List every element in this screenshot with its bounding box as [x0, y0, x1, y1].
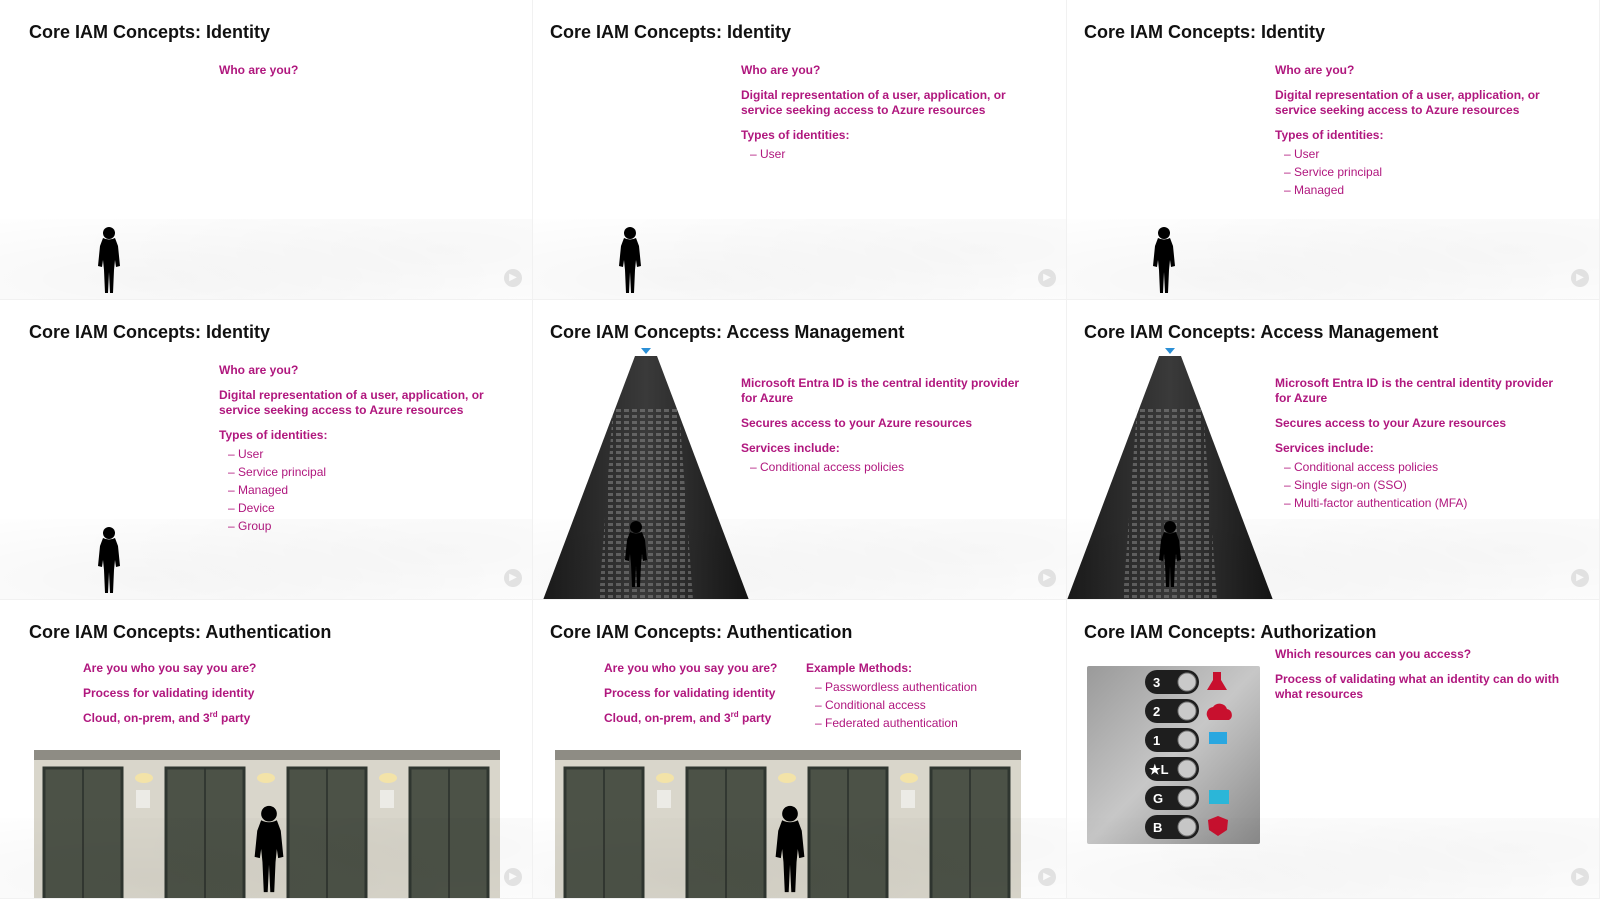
play-icon[interactable]: ▶ [504, 868, 522, 886]
slide-thumbnail-5[interactable]: Core IAM Concepts: Access Management Mic… [533, 300, 1067, 600]
slide-thumbnail-7[interactable]: Core IAM Concepts: Authentication Are yo… [0, 600, 533, 899]
list-item: Single sign-on (SSO) [1284, 478, 1565, 493]
slide-title: Core IAM Concepts: Access Management [1084, 322, 1439, 342]
types-label: Types of identities: [741, 128, 850, 142]
floor-label: ★L [1149, 762, 1169, 777]
digital-representation-text: Digital representation of a user, applic… [1275, 88, 1540, 117]
floor-label: B [1153, 820, 1162, 835]
who-are-you-text: Who are you? [219, 63, 299, 77]
slide-body: Who are you? Digital representation of a… [219, 363, 509, 537]
slide-thumbnail-8[interactable]: Core IAM Concepts: Authentication Are yo… [533, 600, 1067, 899]
play-icon[interactable]: ▶ [1571, 868, 1589, 886]
slide-body: Microsoft Entra ID is the central identi… [741, 376, 1031, 478]
slide-title: Core IAM Concepts: Authentication [550, 622, 853, 642]
floor-label: 3 [1153, 675, 1160, 690]
digital-representation-text: Digital representation of a user, applic… [741, 88, 1006, 117]
list-item: Group [228, 519, 509, 534]
slide-thumbnail-6[interactable]: Core IAM Concepts: Access Management Mic… [1067, 300, 1600, 600]
entra-text: Microsoft Entra ID is the central identi… [1275, 376, 1554, 405]
list-item: Conditional access policies [1284, 460, 1565, 475]
elevator-panel-image: 3 2 1 ★L G B [1087, 666, 1260, 844]
services-label: Services include: [741, 441, 840, 455]
slide-thumbnail-4[interactable]: Core IAM Concepts: Identity Who are you?… [0, 300, 533, 600]
play-icon[interactable]: ▶ [1038, 569, 1056, 587]
list-item: Managed [228, 483, 509, 498]
slide-body: Who are you? [219, 63, 519, 88]
person-silhouette-icon [96, 526, 122, 594]
who-are-you-text: Who are you? [219, 363, 299, 377]
person-silhouette-icon [773, 800, 807, 898]
person-silhouette-icon [96, 226, 122, 294]
play-icon[interactable]: ▶ [1571, 269, 1589, 287]
list-item: Passwordless authentication [815, 680, 1056, 695]
entra-text: Microsoft Entra ID is the central identi… [741, 376, 1020, 405]
types-label: Types of identities: [219, 428, 328, 442]
slide-body: Who are you? Digital representation of a… [1275, 63, 1565, 201]
methods-list: Example Methods: Passwordless authentica… [806, 661, 1056, 734]
question-text: Are you who you say you are? [604, 661, 778, 675]
person-silhouette-icon [617, 226, 643, 294]
process-text: Process for validating identity [604, 686, 776, 700]
slide-title: Core IAM Concepts: Identity [29, 22, 271, 42]
list-item: User [750, 147, 1031, 162]
cloud-text: Cloud, on-prem, and 3rd party [83, 710, 251, 726]
card-icon [1209, 790, 1229, 804]
list-item: User [228, 447, 509, 462]
services-label: Services include: [1275, 441, 1374, 455]
types-label: Types of identities: [1275, 128, 1384, 142]
person-silhouette-icon [623, 520, 649, 588]
floor-label: 2 [1153, 704, 1160, 719]
slide-body: Microsoft Entra ID is the central identi… [1275, 376, 1565, 514]
play-icon[interactable]: ▶ [504, 569, 522, 587]
who-are-you-text: Who are you? [1275, 63, 1355, 77]
slide-thumbnail-1[interactable]: Core IAM Concepts: Identity Who are you?… [0, 0, 533, 300]
which-resources-text: Which resources can you access? [1275, 647, 1472, 661]
list-item: Federated authentication [815, 716, 1056, 731]
slide-title: Core IAM Concepts: Identity [1084, 22, 1326, 42]
list-item: Conditional access policies [750, 460, 1031, 475]
play-icon[interactable]: ▶ [1571, 569, 1589, 587]
slide-body: Which resources can you access? Process … [1275, 647, 1565, 712]
authorization-process-text: Process of validating what an identity c… [1275, 672, 1560, 701]
slide-title: Core IAM Concepts: Authentication [29, 622, 332, 642]
list-item: Device [228, 501, 509, 516]
slide-body: Who are you? Digital representation of a… [741, 63, 1031, 165]
list-item: Service principal [228, 465, 509, 480]
play-icon[interactable]: ▶ [1038, 868, 1056, 886]
slide-body: Are you who you say you are? Process for… [83, 661, 383, 736]
person-silhouette-icon [1151, 226, 1177, 294]
slide-title: Core IAM Concepts: Identity [29, 322, 271, 342]
cloud-text: Cloud, on-prem, and 3rd party [604, 710, 772, 726]
slide-body: Are you who you say you are? Process for… [604, 661, 804, 736]
play-icon[interactable]: ▶ [504, 269, 522, 287]
flask-icon [1207, 672, 1227, 690]
play-icon[interactable]: ▶ [1038, 269, 1056, 287]
person-silhouette-icon [252, 800, 286, 898]
slide-thumbnail-3[interactable]: Core IAM Concepts: Identity Who are you?… [1067, 0, 1600, 300]
floor-label: G [1153, 791, 1163, 806]
methods-label: Example Methods: [806, 661, 913, 675]
monitor-icon [1209, 732, 1227, 744]
digital-representation-text: Digital representation of a user, applic… [219, 388, 484, 417]
person-silhouette-icon [1157, 520, 1183, 588]
slide-thumbnail-2[interactable]: Core IAM Concepts: Identity Who are you?… [533, 0, 1067, 300]
slide-title: Core IAM Concepts: Access Management [550, 322, 905, 342]
process-text: Process for validating identity [83, 686, 255, 700]
list-item: Service principal [1284, 165, 1565, 180]
list-item: Multi-factor authentication (MFA) [1284, 496, 1565, 511]
slide-title: Core IAM Concepts: Identity [550, 22, 792, 42]
list-item: Conditional access [815, 698, 1056, 713]
shield-icon [1208, 816, 1228, 836]
slide-title: Core IAM Concepts: Authorization [1084, 622, 1377, 642]
floor-label: 1 [1153, 733, 1160, 748]
secures-text: Secures access to your Azure resources [741, 416, 973, 430]
slide-thumbnail-9[interactable]: Core IAM Concepts: Authorization 3 2 1 ★… [1067, 600, 1600, 899]
secures-text: Secures access to your Azure resources [1275, 416, 1507, 430]
list-item: Managed [1284, 183, 1565, 198]
question-text: Are you who you say you are? [83, 661, 257, 675]
cloud-icon [1206, 703, 1232, 720]
list-item: User [1284, 147, 1565, 162]
who-are-you-text: Who are you? [741, 63, 821, 77]
